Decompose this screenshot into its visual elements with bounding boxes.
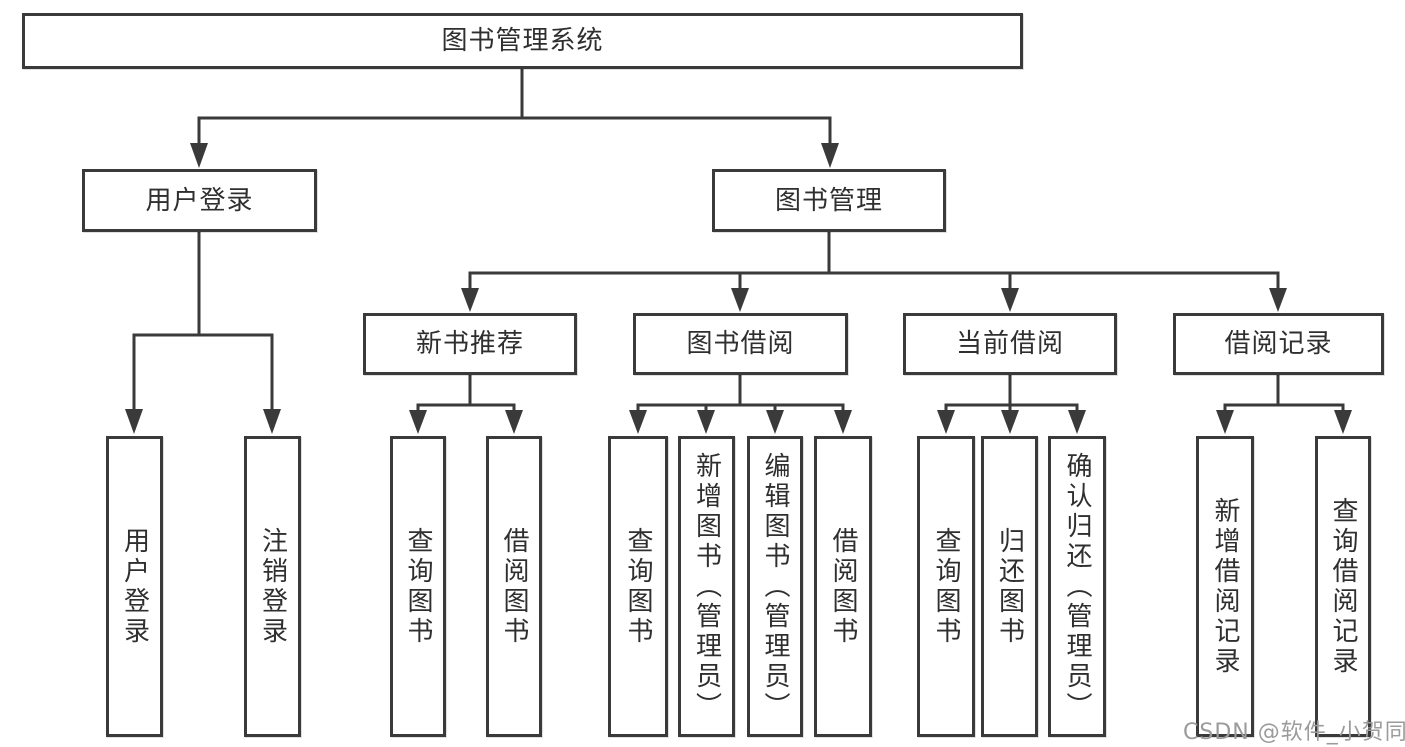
node-current-borrow: 当前借阅 [903,313,1117,375]
node-label: 当前借阅 [955,329,1064,359]
leaf-cb-query-books: 查询图书 [917,436,975,737]
arrowhead [125,409,143,434]
node-book-borrow: 图书借阅 [633,313,848,375]
node-user-login: 用户登录 [82,169,317,232]
arrowhead [1001,288,1019,312]
node-label: 注销登录 [257,526,288,647]
leaf-cb-confirm-return-admin: 确认归还（管理员） [1048,436,1106,737]
leaf-bb-edit-books-admin: 编辑图书（管理员） [747,436,803,737]
connector-newbook-branch [416,403,516,412]
arrowhead [731,288,749,312]
arrowhead [629,410,647,434]
leaf-bb-query-books: 查询图书 [608,436,668,737]
arrowhead [1216,410,1234,434]
leaf-user-login: 用户登录 [106,436,163,737]
leaf-br-add-record: 新增借阅记录 [1196,436,1254,737]
node-label: 查询图书 [623,526,653,647]
node-label: 归还图书 [994,526,1025,647]
leaf-bb-add-books-admin: 新增图书（管理员） [678,436,735,737]
csdn-watermark: CSDN @软件_小贺同学 [1183,720,1405,745]
node-book-management: 图书管理 [712,169,946,232]
node-label: 查询借阅记录 [1328,496,1358,677]
leaf-nb-borrow-books: 借阅图书 [486,436,542,737]
node-label: 新增图书（管理员） [691,451,722,722]
leaf-cb-return-books: 归还图书 [981,436,1038,737]
node-label: 查询图书 [403,526,433,647]
leaf-br-query-record: 查询借阅记录 [1315,436,1371,737]
arrowhead [766,410,784,434]
node-label: 查询图书 [931,526,961,647]
connector-level3-branch [468,271,1280,292]
node-label: 确认归还（管理员） [1062,451,1092,722]
connector-borrowrecord-branch [1223,403,1345,412]
node-label: 图书管理 [774,185,883,216]
node-library-management-system: 图书管理系统 [22,13,1023,69]
arrowhead [505,410,523,434]
arrowhead [409,410,427,434]
connector-root-branch [197,116,832,146]
arrowhead [1269,288,1287,312]
arrowhead [190,143,208,168]
connector-bookborrow-branch [636,403,845,412]
arrowhead [834,410,852,434]
arrowhead [821,143,839,168]
node-label: 借阅记录 [1224,329,1333,359]
arrowhead [461,288,479,312]
connector-userlogin-branch [132,333,274,412]
node-new-book-recommend: 新书推荐 [363,313,577,375]
arrowhead [263,409,281,434]
node-label: 新增借阅记录 [1210,496,1240,677]
node-label: 图书借阅 [686,329,795,359]
arrowhead [1001,410,1019,434]
node-label: 用户登录 [145,185,254,216]
node-label: 借阅图书 [499,526,529,647]
node-label: 借阅图书 [828,526,858,647]
node-label: 编辑图书（管理员） [760,451,790,722]
node-label: 图书管理系统 [441,26,604,56]
arrowhead [697,410,715,434]
node-borrow-record: 借阅记录 [1173,313,1384,375]
node-label: 用户登录 [119,526,150,647]
arrowhead [1334,410,1352,434]
leaf-nb-query-books: 查询图书 [390,436,446,737]
leaf-bb-borrow-books: 借阅图书 [814,436,872,737]
arrowhead [937,410,955,434]
leaf-logout: 注销登录 [244,436,301,737]
node-label: 新书推荐 [415,329,524,359]
arrowhead [1068,410,1086,434]
